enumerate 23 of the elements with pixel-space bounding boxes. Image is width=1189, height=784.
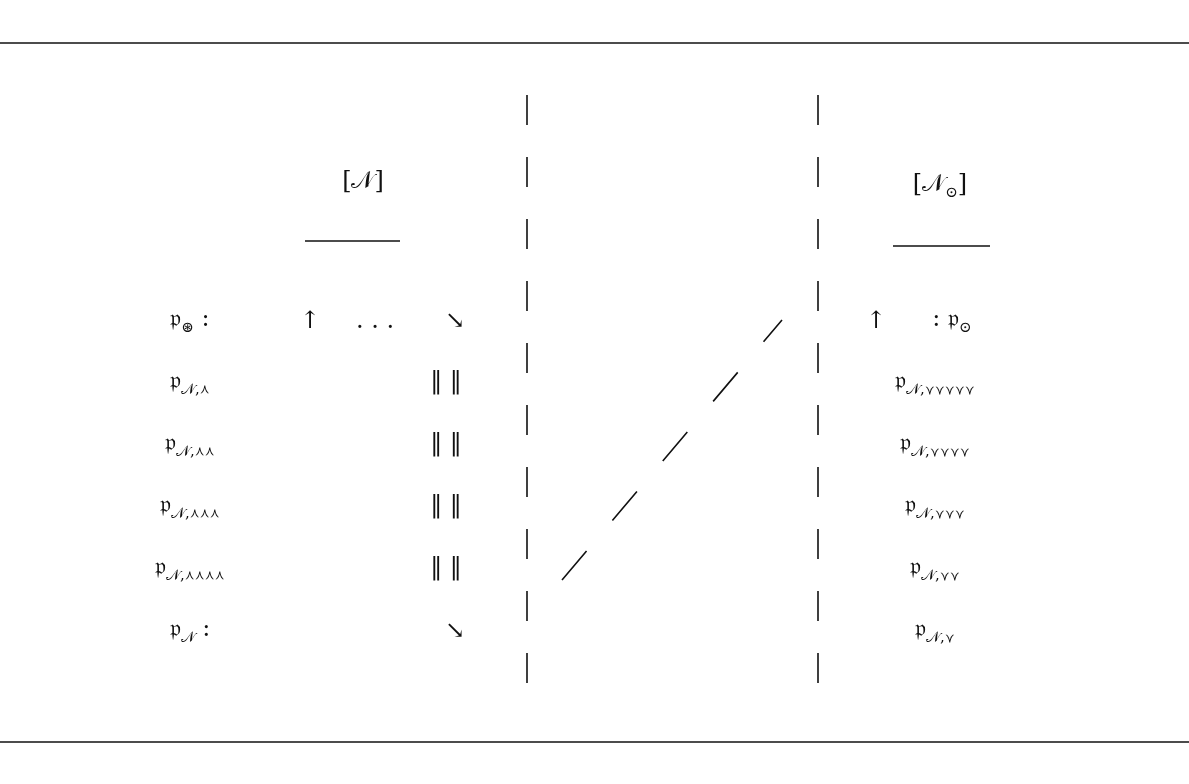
down-right-arrow-symbol: ↘ bbox=[444, 616, 466, 644]
math-label: 𝔭$_{𝒩,⋏⋏}$ bbox=[165, 428, 215, 460]
up-arrow-symbol: ↑ bbox=[299, 306, 321, 334]
math-label: 𝔭$_{𝒩,⋎⋎⋎⋎⋎}$ bbox=[895, 366, 975, 398]
math-label: 𝔭$_{𝒩}$ : bbox=[169, 614, 211, 646]
math-label: 𝔭$_{𝒩,⋏}$ bbox=[170, 366, 210, 398]
math-label: 𝔭$_{𝒩,⋏⋏⋏}$ bbox=[160, 490, 220, 522]
heading-label: [𝒩] bbox=[342, 166, 384, 194]
math-label: 𝔭$_{𝒩,⋏⋏⋏⋏}$ bbox=[155, 552, 225, 584]
math-label: 𝔭$_{𝒩,⋎⋎⋎}$ bbox=[905, 490, 965, 522]
math-label: 𝔭$_{𝒩,⋎}$ bbox=[915, 614, 955, 646]
up-arrow-symbol: ↑ bbox=[865, 306, 887, 334]
math-label: : 𝔭$_{⊙}$ bbox=[932, 304, 972, 336]
down-right-arrow-symbol: ↘ bbox=[444, 306, 466, 334]
heading-label: [𝒩$_{⊙}$] bbox=[912, 169, 968, 201]
double-bar-symbol: ‖ ‖ bbox=[430, 366, 462, 394]
math-label: 𝔭$_{𝒩,⋎⋎⋎⋎}$ bbox=[900, 428, 970, 460]
math-label: 𝔭$_{⊛}$ : bbox=[170, 304, 210, 336]
math-label: 𝔭$_{𝒩,⋎⋎}$ bbox=[910, 552, 960, 584]
double-bar-symbol: ‖ ‖ bbox=[430, 552, 462, 580]
ellipsis-symbol: . . . bbox=[355, 306, 395, 334]
double-bar-symbol: ‖ ‖ bbox=[430, 490, 462, 518]
double-bar-symbol: ‖ ‖ bbox=[430, 428, 462, 456]
